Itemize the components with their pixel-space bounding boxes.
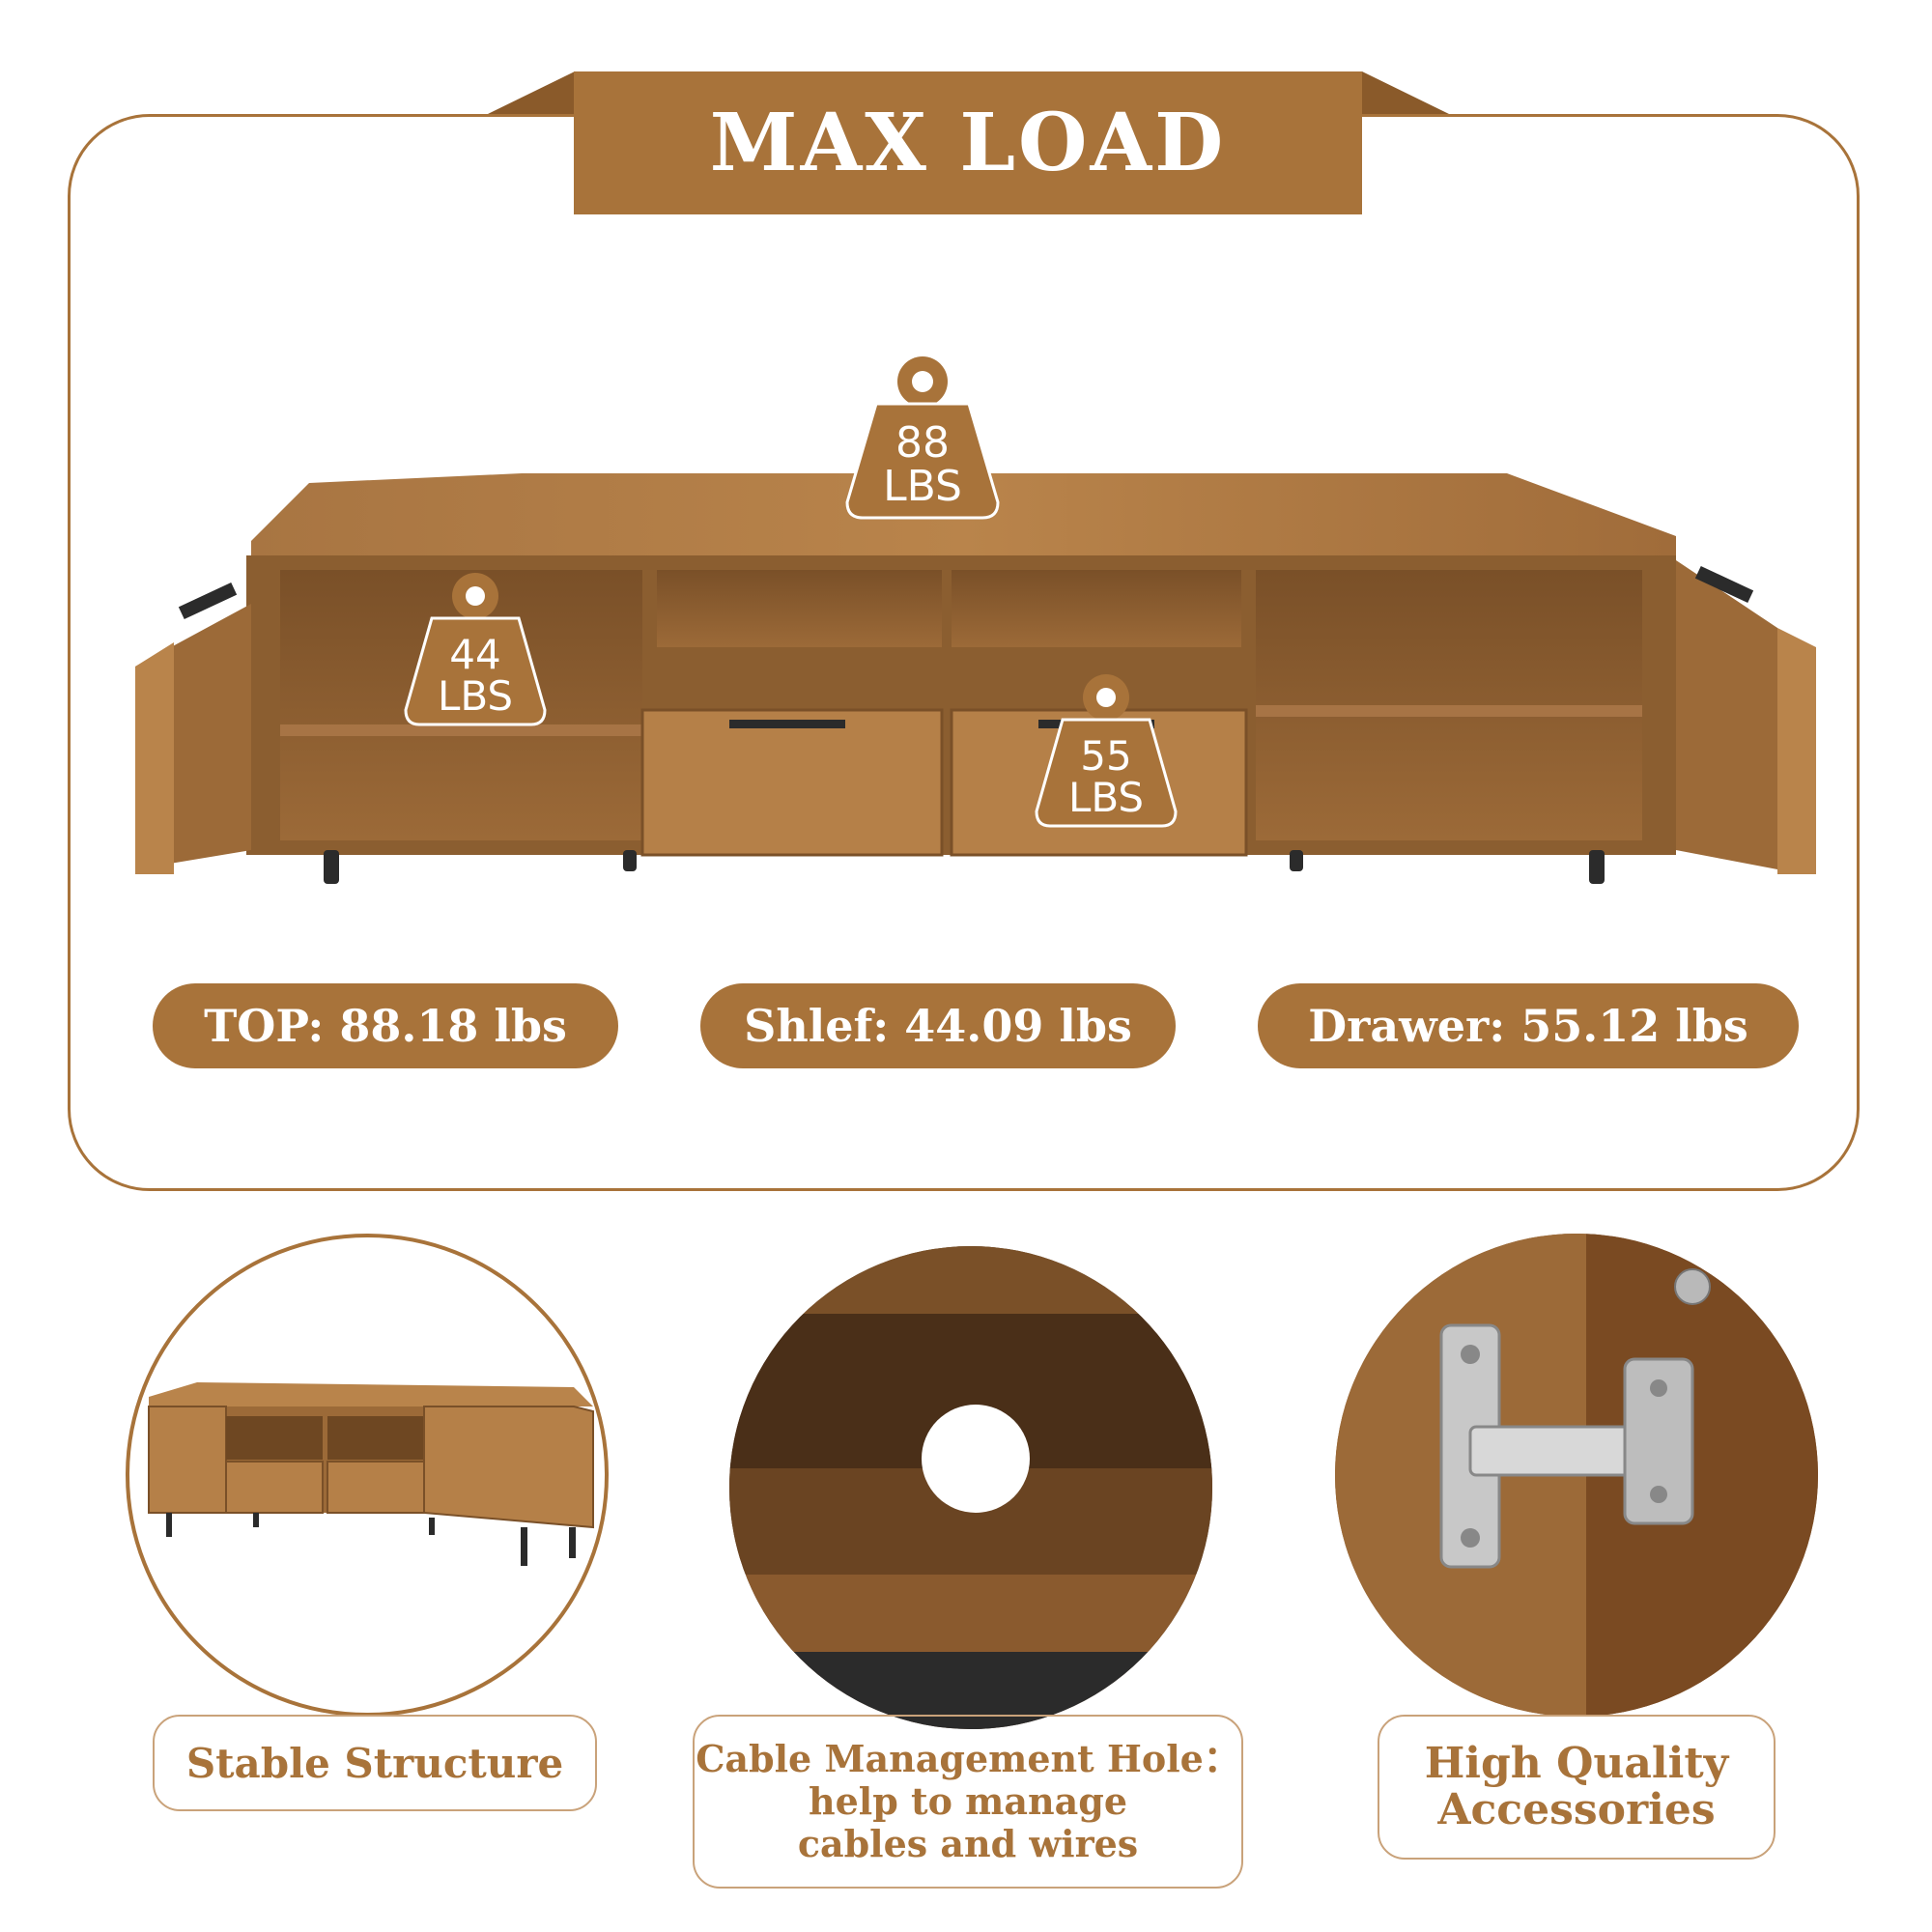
- hinge-photo: [1335, 1234, 1818, 1717]
- right-door-handle: [1694, 565, 1754, 604]
- feature-label-accessories: High Quality Accessories: [1378, 1715, 1776, 1860]
- cable-hole-photo: [729, 1246, 1212, 1729]
- weight-tag-drawer: 55 LBS: [1035, 674, 1178, 828]
- left-shelf: [280, 724, 642, 736]
- feature-label-stable-structure: Stable Structure: [153, 1715, 597, 1811]
- page-title: MAX LOAD: [709, 97, 1227, 189]
- feature-label-line: Stable Structure: [185, 1739, 564, 1787]
- weight-tag-drawer-unit: LBS: [1068, 774, 1144, 821]
- feature-label-line: help to manage: [809, 1779, 1127, 1824]
- banner-ribbon-left: [488, 71, 575, 114]
- middle-open-shelf-left: [657, 570, 942, 647]
- hinge-illustration: [1335, 1234, 1818, 1717]
- left-door-handle: [178, 582, 238, 620]
- stable-structure-photo: [126, 1234, 609, 1717]
- leg: [1290, 850, 1303, 871]
- weight-tag-top: 88 LBS: [845, 356, 1000, 520]
- feature-label-line: High Quality: [1424, 1738, 1729, 1788]
- middle-open-shelf-right: [952, 570, 1241, 647]
- title-banner: MAX LOAD: [574, 71, 1362, 214]
- weight-tag-top-unit: LBS: [883, 462, 962, 511]
- tv-stand-illustration: 88 LBS 44 LBS 55 LBS: [135, 356, 1816, 884]
- weight-tag-top-value: 88: [895, 418, 950, 468]
- leg: [1589, 850, 1605, 884]
- capacity-pill-top-label: TOP: 88.18 lbs: [204, 1000, 567, 1052]
- cable-hole: [922, 1405, 1030, 1513]
- feature-label-line: cables and wires: [797, 1821, 1139, 1865]
- tv-stand-overview-illustration: [148, 1382, 594, 1566]
- leg: [324, 850, 339, 884]
- right-door: [1676, 560, 1777, 869]
- drawer-left: [640, 708, 944, 857]
- cable-hole-illustration: [729, 1246, 1212, 1729]
- screw-icon: [1674, 1268, 1711, 1305]
- capacity-pill-top: TOP: 88.18 lbs: [153, 983, 618, 1068]
- weight-tag-shelf-value: 44: [449, 631, 500, 678]
- weight-tag-drawer-value: 55: [1080, 732, 1131, 780]
- weight-tag-shelf: 44 LBS: [404, 573, 547, 726]
- capacity-pill-shelf: Shlef: 44.09 lbs: [700, 983, 1176, 1068]
- weight-tag-shelf-unit: LBS: [438, 672, 513, 720]
- right-shelf: [1256, 705, 1642, 717]
- right-door-front: [1777, 628, 1816, 874]
- drawer-left-handle: [729, 720, 845, 728]
- feature-label-line: Accessories: [1437, 1785, 1716, 1834]
- feature-label-cable-management: Cable Management Hole： help to manage ca…: [693, 1715, 1243, 1889]
- banner-ribbon-right: [1362, 71, 1449, 114]
- capacity-pill-shelf-label: Shlef: 44.09 lbs: [744, 1000, 1132, 1052]
- left-door-front: [135, 642, 174, 874]
- capacity-pill-drawer-label: Drawer: 55.12 lbs: [1308, 1000, 1748, 1052]
- capacity-pill-drawer: Drawer: 55.12 lbs: [1258, 983, 1799, 1068]
- feature-label-line: Cable Management Hole：: [696, 1737, 1240, 1781]
- leg: [623, 850, 637, 871]
